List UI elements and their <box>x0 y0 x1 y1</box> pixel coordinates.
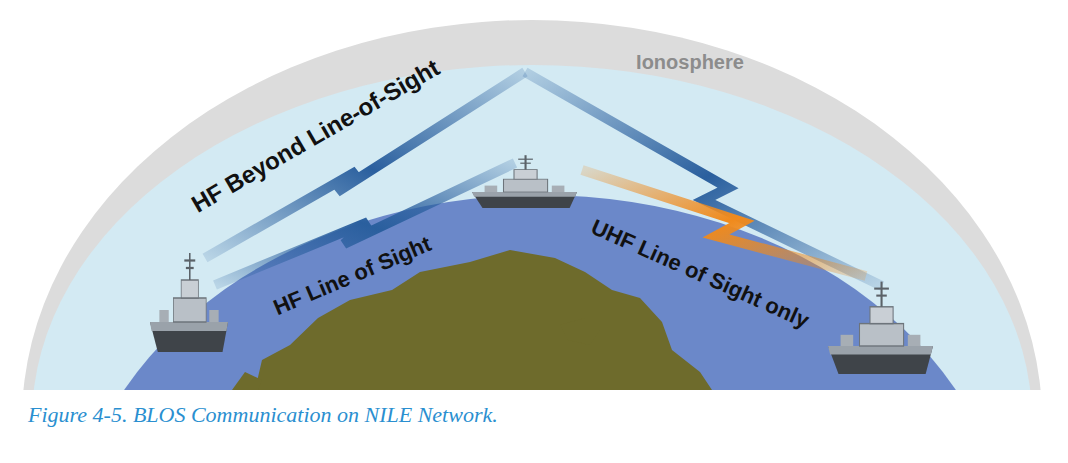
right-ship <box>828 282 933 374</box>
left-ship <box>150 253 228 352</box>
figure-caption: Figure 4-5. BLOS Communication on NILE N… <box>28 402 498 428</box>
island <box>232 372 262 390</box>
uhf-los-bolt <box>582 170 866 276</box>
ionosphere-label: Ionosphere <box>636 51 744 73</box>
hf-blos-bolt-down <box>525 72 882 286</box>
continent <box>255 250 712 390</box>
center-ship <box>472 155 577 208</box>
earth <box>70 195 1010 390</box>
island <box>560 318 600 345</box>
ionosphere-band <box>22 20 1042 390</box>
